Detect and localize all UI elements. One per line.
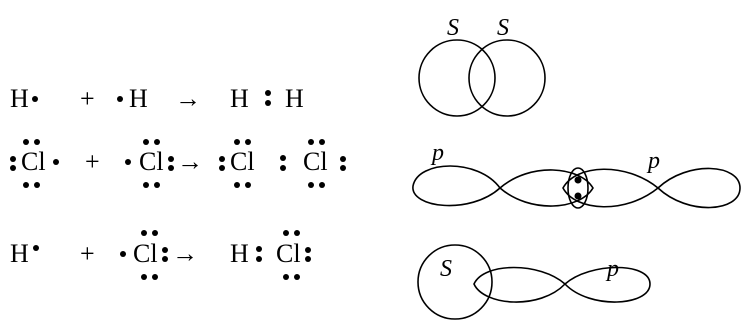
electron-dot (141, 230, 147, 236)
electron-dot (162, 247, 168, 253)
electron-dot (305, 247, 311, 253)
shared-electron-dot (574, 176, 582, 184)
electron-dot (141, 274, 147, 280)
product-cl: Cl (276, 239, 301, 268)
p-orbital-2-lobe-left (562, 168, 660, 208)
electron-dot (319, 182, 325, 188)
cl-atom-2: Cl (139, 147, 164, 176)
electron-dot (294, 230, 300, 236)
shared-electron-pair-region (567, 167, 589, 209)
product-h-1: H (230, 84, 249, 113)
sp-orbital-overlap: S p (417, 244, 651, 320)
product-h: H (230, 239, 249, 268)
electron-dot (10, 165, 16, 171)
p-orbital-label-2: p (646, 148, 660, 174)
electron-dot (143, 139, 149, 145)
electron-dot (234, 182, 240, 188)
reaction-arrow: → (177, 147, 203, 176)
electron-dot (219, 165, 225, 171)
electron-dot (32, 96, 38, 102)
electron-dot (53, 159, 59, 165)
electron-dot (33, 245, 39, 251)
electron-dot (305, 256, 311, 262)
electron-dot (162, 256, 168, 262)
shared-electron-dot (256, 246, 262, 252)
s-orbital-2 (468, 39, 546, 117)
electron-dot (34, 139, 40, 145)
shared-electron-dot (265, 90, 271, 96)
p-orbital-label-1: p (430, 140, 444, 166)
p-orbital-2-lobe-right (656, 167, 741, 209)
s-orbital-1 (418, 39, 496, 117)
shared-electron-dot (265, 100, 271, 106)
electron-dot (245, 139, 251, 145)
shared-electron-dot (574, 192, 582, 200)
pp-orbital-overlap: p p (412, 140, 741, 209)
h-atom-2: H (129, 84, 148, 113)
ss-orbital-overlap: S S (418, 15, 546, 117)
p-orbital-1-lobe-left (412, 165, 502, 207)
p-orbital-lobe-left (473, 266, 567, 303)
electron-dot (340, 165, 346, 171)
p-orbital-lobe-right (563, 266, 651, 303)
equation-cl2: Cl + Cl → Cl Cl (10, 139, 346, 188)
s-orbital-label-2: S (497, 15, 509, 41)
h-atom-1: H (10, 84, 29, 113)
electron-dot (168, 156, 174, 162)
product-h-2: H (285, 84, 304, 113)
s-orbital (417, 244, 493, 320)
electron-dot (23, 139, 29, 145)
electron-dot (283, 274, 289, 280)
electron-dot (219, 156, 225, 162)
electron-dot (154, 139, 160, 145)
electron-dot (168, 165, 174, 171)
electron-dot (154, 182, 160, 188)
electron-dot (143, 182, 149, 188)
electron-dot (152, 274, 158, 280)
electron-dot (120, 251, 126, 257)
electron-dot (308, 182, 314, 188)
electron-dot (34, 182, 40, 188)
shared-electron-dot (256, 256, 262, 262)
electron-dot (340, 156, 346, 162)
s-orbital-label: S (440, 256, 452, 282)
product-cl-1: Cl (230, 147, 255, 176)
electron-dot (23, 182, 29, 188)
shared-electron-dot (280, 165, 286, 171)
plus-sign: + (80, 84, 95, 113)
electron-dot (283, 230, 289, 236)
electron-dot (319, 139, 325, 145)
p-orbital-1-lobe-right (498, 169, 594, 207)
electron-dot (308, 139, 314, 145)
p-orbital-label: p (605, 256, 619, 282)
electron-dot (152, 230, 158, 236)
shared-electron-dot (280, 155, 286, 161)
h-atom: H (10, 239, 29, 268)
reaction-arrow: → (175, 84, 201, 113)
s-orbital-label-1: S (447, 15, 459, 41)
cl-atom: Cl (133, 239, 158, 268)
cl-atom-1: Cl (21, 147, 46, 176)
electron-dot (294, 274, 300, 280)
reaction-arrow: → (172, 239, 198, 268)
electron-dot (117, 96, 123, 102)
equation-hcl: H + Cl → H Cl (10, 230, 311, 280)
electron-dot (10, 156, 16, 162)
electron-dot (245, 182, 251, 188)
electron-dot (125, 159, 131, 165)
electron-dot (234, 139, 240, 145)
plus-sign: + (80, 239, 95, 268)
product-cl-2: Cl (303, 147, 328, 176)
equation-h2: H + H → H H (10, 84, 304, 113)
plus-sign: + (85, 147, 100, 176)
